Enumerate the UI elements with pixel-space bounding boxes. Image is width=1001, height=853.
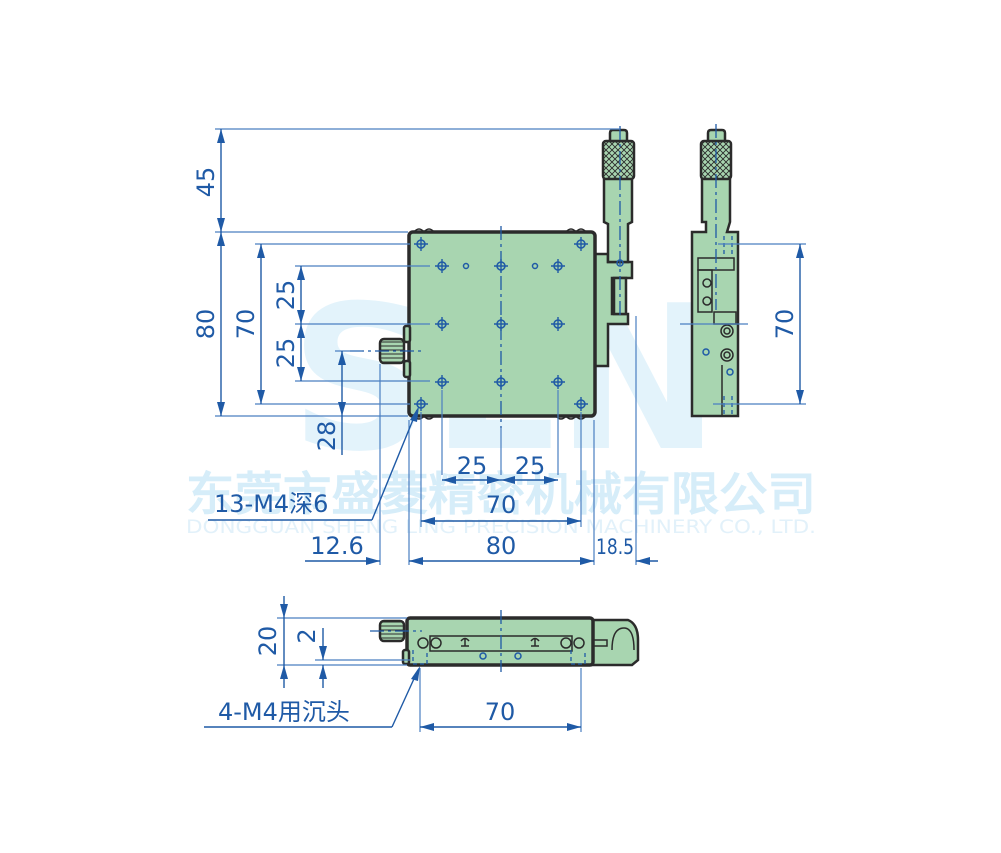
dim-45: 45 <box>192 167 220 198</box>
dim-70-front: 70 <box>485 698 516 726</box>
front-view: 20 2 70 4-M4用沉头 <box>204 596 640 732</box>
dim-12-6: 12.6 <box>310 532 363 560</box>
front-micrometer-end <box>588 618 640 667</box>
callout-tapped-holes: 13-M4深6 <box>214 490 328 518</box>
dim-25-x-right: 25 <box>515 452 546 480</box>
dim-70-vertical: 70 <box>232 309 260 340</box>
dim-25-lower: 25 <box>272 338 300 369</box>
micrometer-cap <box>608 128 629 143</box>
dim-18-5: 18.5 <box>596 535 634 559</box>
dim-80-horizontal: 80 <box>486 532 517 560</box>
mounting-holes <box>414 237 624 411</box>
dim-25-x-left: 25 <box>457 452 488 480</box>
side-body <box>690 176 740 418</box>
dim-28: 28 <box>313 421 341 452</box>
top-view: 45 80 70 25 25 28 25 25 70 80 <box>192 126 658 565</box>
stage-body-front <box>405 616 595 667</box>
dim-70-horizontal: 70 <box>486 491 517 519</box>
callout-counterbore: 4-M4用沉头 <box>218 698 350 726</box>
watermark-company-cn: 东莞市盛菱精密机械有限公司 <box>186 467 816 521</box>
dim-25-upper: 25 <box>272 280 300 311</box>
side-view: 70 <box>680 124 806 418</box>
micrometer-thimble <box>601 139 636 181</box>
dim-80-vertical: 80 <box>192 309 220 340</box>
dim-70-side: 70 <box>771 309 799 340</box>
dim-20: 20 <box>254 626 282 657</box>
watermark-company-en: DONGGUAN SHENG LING PRECISION MACHINERY … <box>186 516 816 538</box>
dim-2: 2 <box>293 628 321 643</box>
micrometer-barrel <box>602 176 634 264</box>
